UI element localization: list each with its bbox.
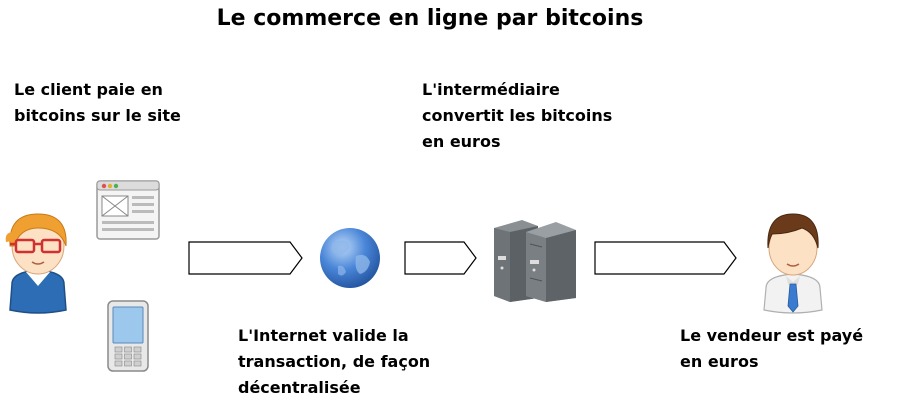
label-seller: Le vendeur est payé en euros	[680, 323, 863, 375]
label-client: Le client paie en bitcoins sur le site	[14, 77, 181, 129]
label-seller-line-1: Le vendeur est payé	[680, 326, 864, 345]
label-client-line-1: Le client paie en	[14, 80, 163, 99]
right-arrow-icon	[404, 241, 477, 275]
label-seller-line-2: en euros	[680, 352, 759, 371]
globe-icon	[320, 228, 380, 288]
right-arrow-icon	[594, 241, 737, 275]
server-icon	[494, 220, 576, 302]
label-intermediary-line-2: convertit les bitcoins	[422, 106, 613, 125]
mobile-phone-icon	[107, 300, 149, 372]
label-internet-line-2: transaction, de façon	[238, 352, 431, 371]
label-intermediary-line-3: en euros	[422, 132, 501, 151]
label-internet-line-1: L'Internet valide la	[238, 326, 409, 345]
label-intermediary-line-1: L'intermédiaire	[422, 80, 560, 99]
label-internet: L'Internet valide la transaction, de faç…	[238, 323, 430, 401]
label-client-line-2: bitcoins sur le site	[14, 106, 181, 125]
label-intermediary: L'intermédiaire convertit les bitcoins e…	[422, 77, 612, 155]
website-window-icon	[96, 180, 160, 240]
seller-icon	[763, 213, 823, 314]
right-arrow-icon	[188, 241, 303, 275]
customer-icon	[5, 213, 67, 314]
label-internet-line-3: décentralisée	[238, 378, 361, 397]
diagram-title: Le commerce en ligne par bitcoins	[216, 6, 644, 31]
